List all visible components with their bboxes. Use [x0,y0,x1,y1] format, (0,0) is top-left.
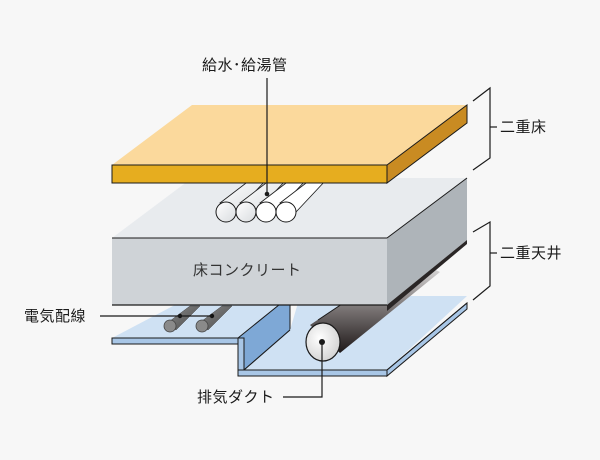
brackets [472,86,497,301]
water-pipes-label: 給水･給湯管 [202,56,288,74]
double-ceiling-label: 二重天井 [500,244,563,262]
double-floor-board [111,104,468,184]
floor-concrete-label: 床コンクリート [193,261,302,279]
electrical-wiring [163,305,233,333]
pipe [255,179,307,223]
double-floor-label: 二重床 [500,118,547,136]
leader-lines [100,78,323,398]
double-ceiling-bracket [472,220,491,301]
electrical-wiring-label: 電気配線 [24,307,87,325]
pipe [215,179,267,223]
board-front [111,164,388,184]
water-pipes [215,179,327,223]
ceiling-main-edge [237,369,388,377]
board-top [112,105,467,165]
ceiling-left-top [112,296,290,338]
ceiling-recess-front [237,337,245,371]
double-floor-bracket [472,86,491,171]
pipe [235,179,287,223]
board-side [386,104,468,184]
concrete-front [112,238,387,305]
double-ceiling-panel [111,294,468,378]
exhaust-duct-label: 排気ダクト [197,388,275,406]
duct-leader [283,342,323,398]
concrete-side [387,178,467,305]
ceiling-left-edge [111,337,239,345]
